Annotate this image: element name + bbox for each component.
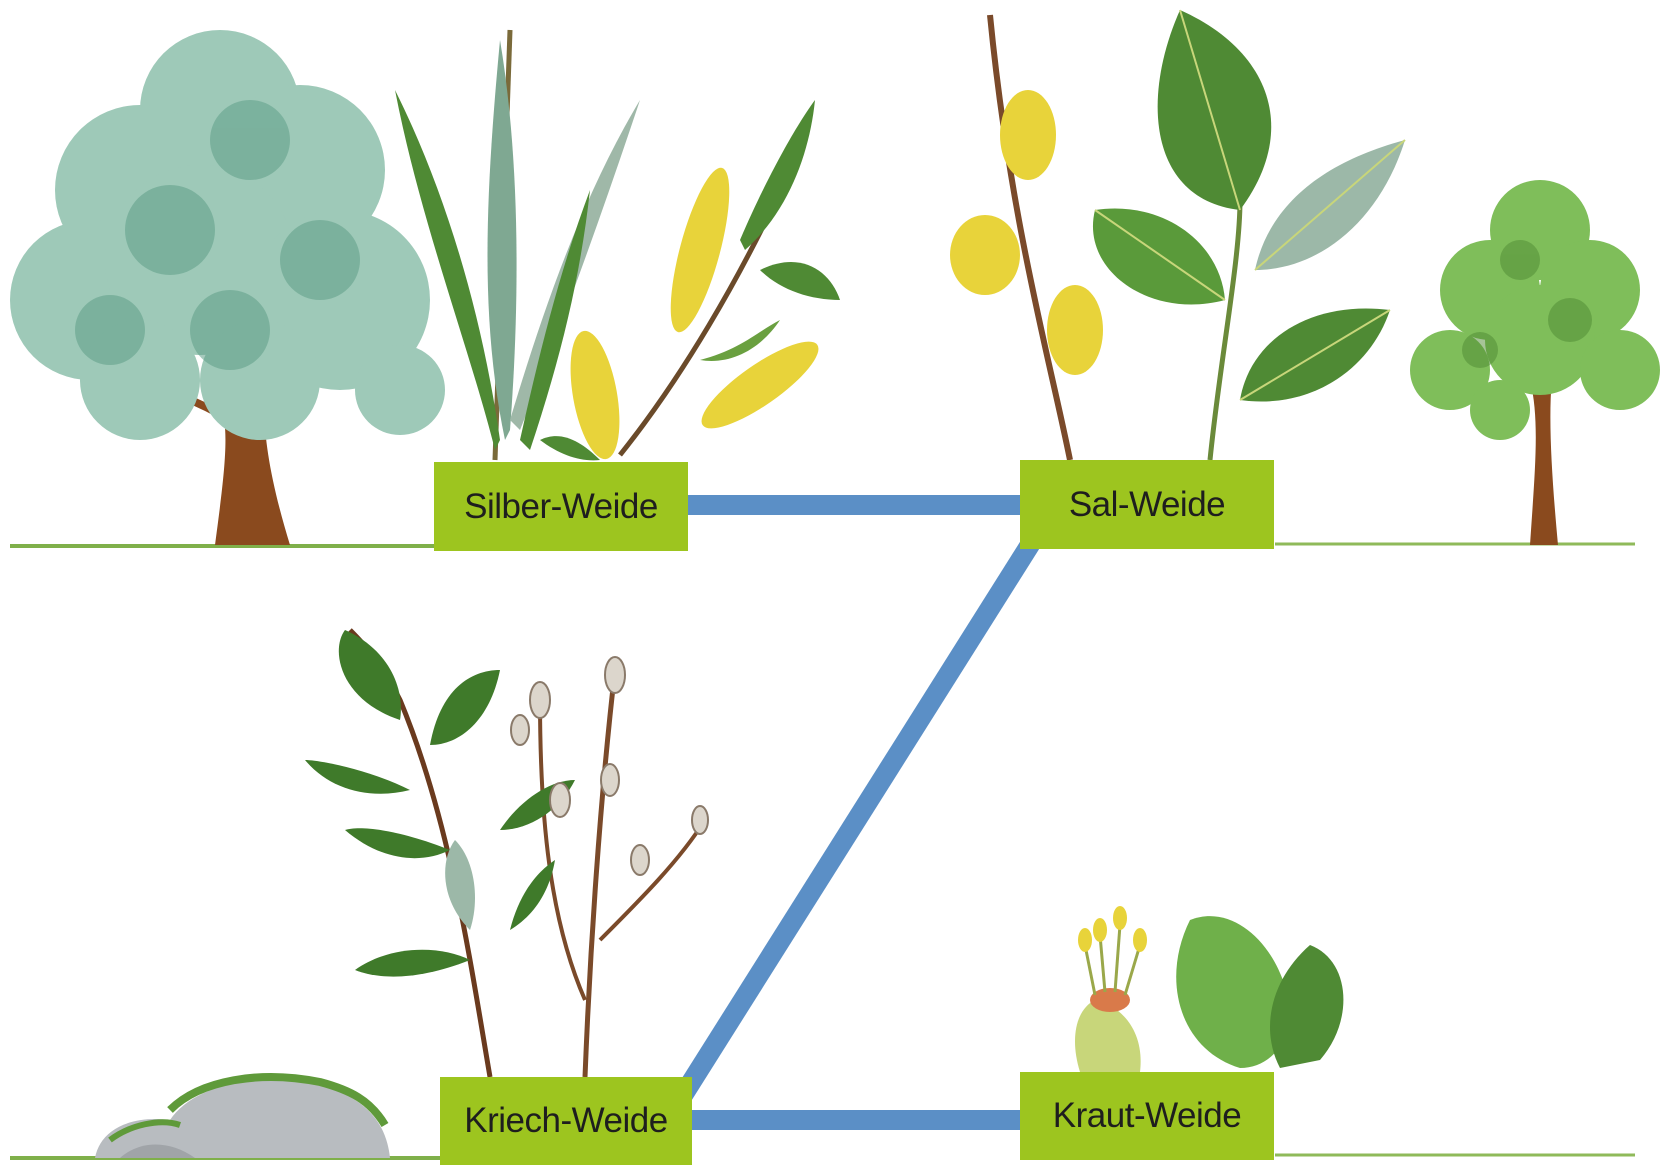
- goat-willow-tree-illustration: [1410, 180, 1660, 545]
- dwarf-willow-illustration: [1075, 906, 1343, 1072]
- connector-lines: [680, 505, 1033, 1120]
- label-silber-weide: Silber-Weide: [434, 462, 688, 551]
- goat-willow-leaves-illustration: [1093, 10, 1405, 460]
- rock-with-creeping-willow-illustration: [95, 1077, 390, 1158]
- ground-lines: [10, 544, 1635, 1158]
- creeping-willow-branch-illustration: [305, 630, 708, 1077]
- silver-willow-tree-illustration: [10, 30, 445, 545]
- label-sal-weide: Sal-Weide: [1020, 460, 1274, 549]
- silver-willow-branch-illustration: [395, 30, 840, 463]
- label-kraut-weide: Kraut-Weide: [1020, 1072, 1274, 1160]
- connector-sal-kriech: [680, 540, 1033, 1100]
- label-kriech-weide: Kriech-Weide: [440, 1077, 692, 1165]
- goat-willow-twig-illustration: [950, 15, 1103, 460]
